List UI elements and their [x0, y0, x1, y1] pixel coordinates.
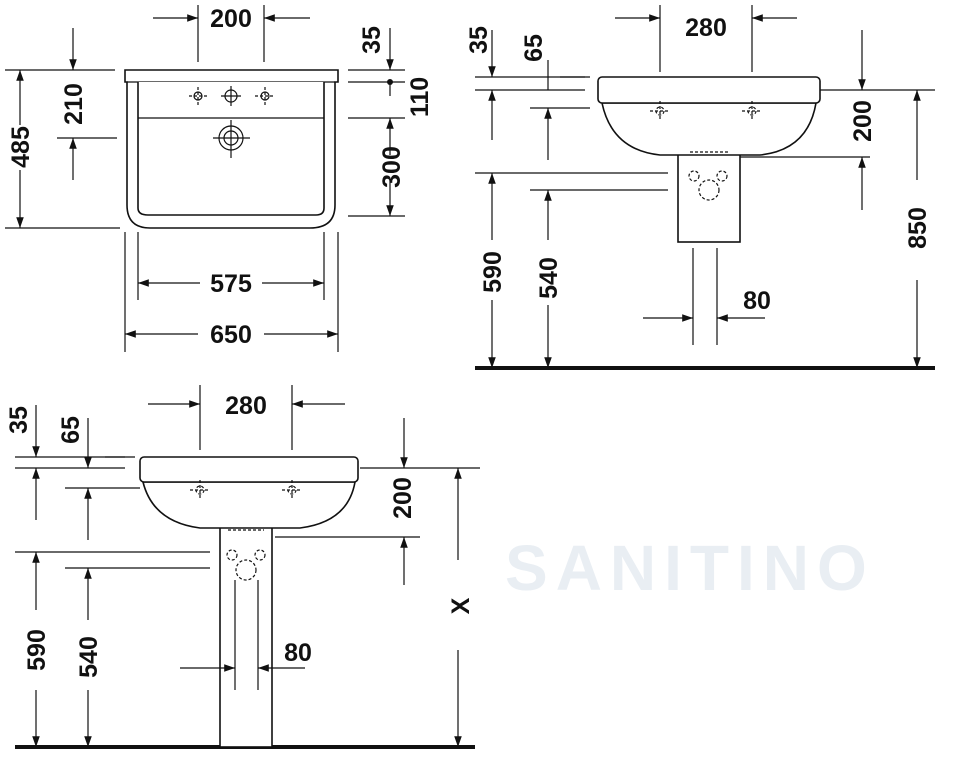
watermark: SANITINO	[505, 532, 875, 604]
dim-var-pedestal-gap: 80	[284, 639, 312, 667]
dim-var-siphon-a: 590	[23, 629, 51, 671]
dim-plan-basin-depth: 300	[378, 146, 406, 188]
dim-var-rim-offset: 65	[57, 416, 85, 444]
dim-std-tap-spacing: 280	[685, 14, 727, 42]
side-view-standard	[475, 76, 935, 370]
dim-var-tap-spacing: 280	[225, 392, 267, 420]
dim-std-basin-height: 200	[849, 100, 877, 142]
side-view-variable	[15, 456, 475, 749]
tap-hole-left-icon	[189, 87, 208, 106]
dim-plan-outer-width: 650	[210, 321, 252, 349]
basin-profile	[601, 102, 817, 156]
dim-std-rim-offset: 65	[520, 34, 548, 62]
dim-std-pedestal-gap: 80	[743, 287, 771, 315]
dim-plan-tap-spacing: 200	[210, 5, 252, 33]
pedestal	[677, 144, 741, 243]
basin-rim	[139, 456, 359, 483]
basin-profile	[141, 481, 356, 529]
dim-plan-rim-to-basin: 110	[406, 77, 434, 117]
tap-hole-right-icon	[255, 87, 274, 106]
plan-view	[124, 69, 393, 229]
dim-var-siphon-b: 540	[75, 636, 103, 678]
dim-std-mount-height: 850	[904, 207, 932, 249]
pedestal	[219, 517, 273, 748]
dim-plan-rim-height: 35	[358, 26, 386, 54]
dim-std-rim-height: 35	[465, 26, 493, 54]
dim-plan-inner-width: 575	[210, 270, 252, 298]
dim-plan-tap-to-drain: 210	[60, 83, 88, 125]
dim-var-rim-height: 35	[5, 406, 33, 434]
tap-hole-center-icon	[221, 86, 241, 106]
dim-var-basin-height: 200	[389, 477, 417, 519]
basin-rim	[597, 76, 821, 104]
dim-std-siphon-b: 540	[535, 257, 563, 299]
dim-std-siphon-a: 590	[479, 251, 507, 293]
drain-icon	[213, 120, 250, 158]
dim-var-mount-height: X	[447, 597, 475, 614]
dimension-lines	[5, 5, 935, 747]
dim-plan-depth-total: 485	[7, 126, 35, 168]
